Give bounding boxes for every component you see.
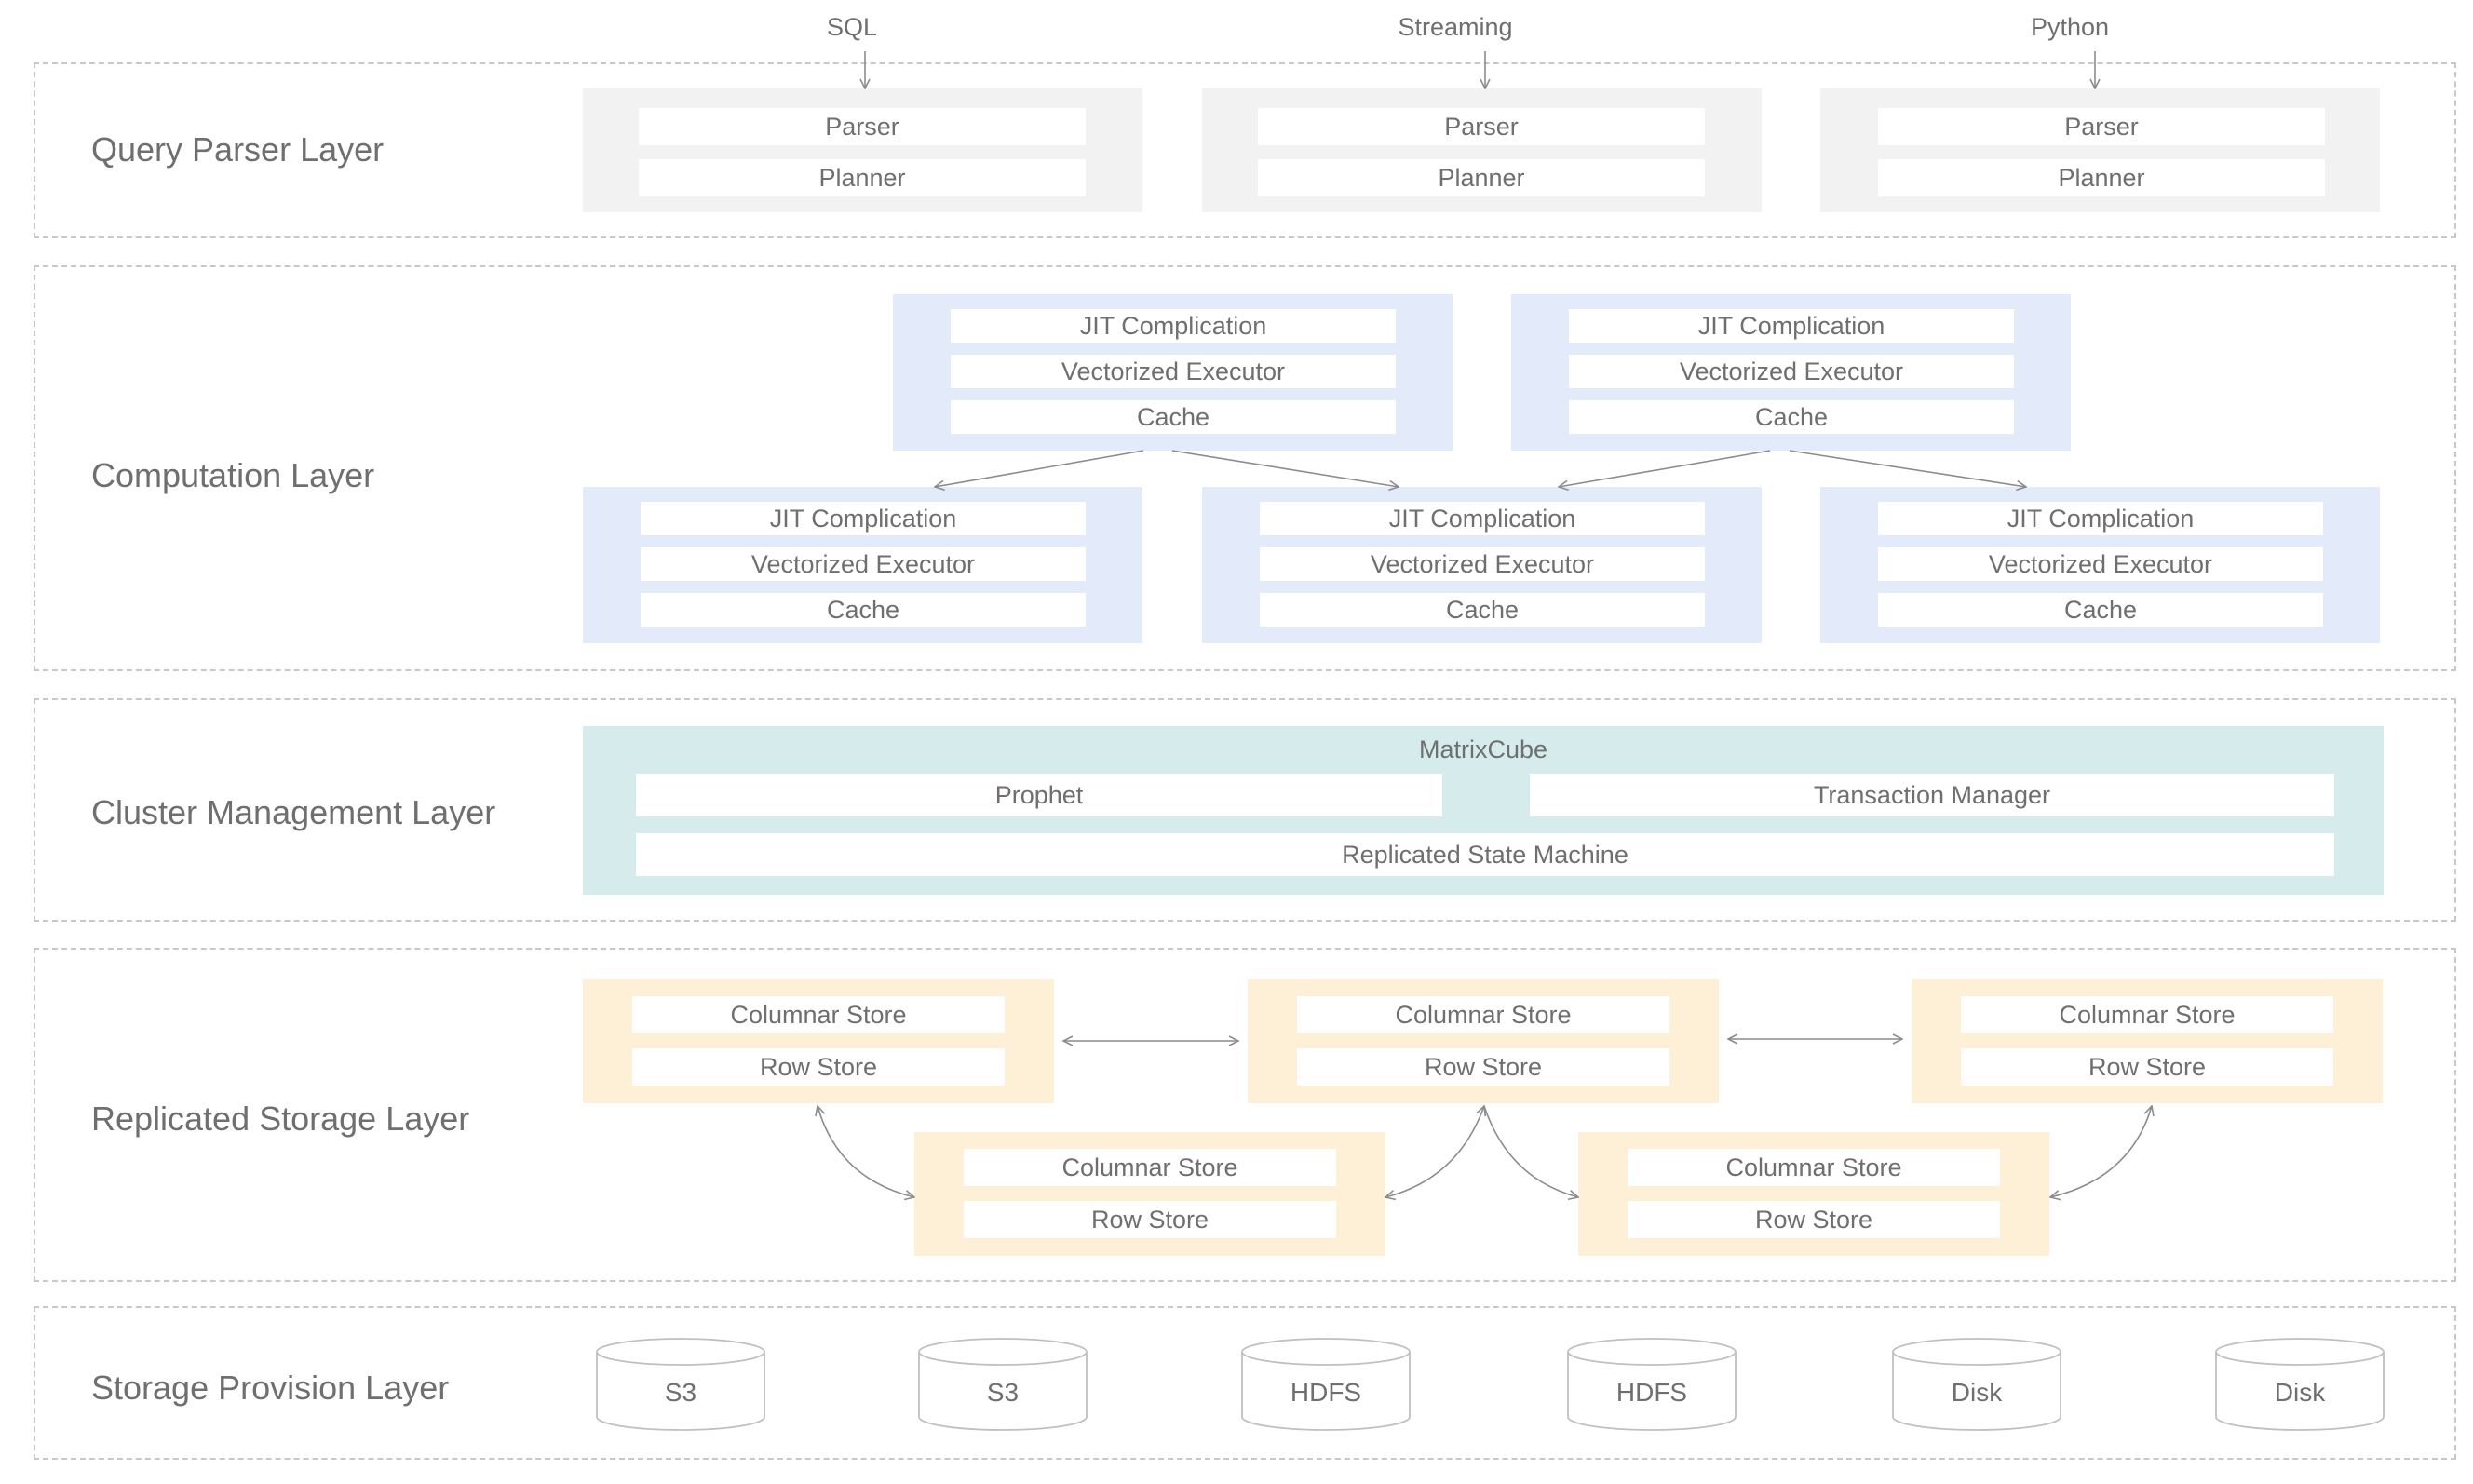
- executor-bar: Vectorized Executor: [951, 355, 1396, 388]
- jit-bar: JIT Complication: [1260, 502, 1705, 535]
- columnar-store-bar: Columnar Store: [632, 996, 1005, 1033]
- parser-group-streaming: Parser Planner: [1202, 88, 1762, 212]
- executor-bar: Vectorized Executor: [1260, 547, 1705, 581]
- prophet-bar: Prophet: [636, 774, 1442, 816]
- executor-bar: Vectorized Executor: [1878, 547, 2323, 581]
- replication-curve-3: [1483, 1105, 1578, 1197]
- query-parser-layer-title: Query Parser Layer: [91, 130, 385, 169]
- storage-device-label: HDFS: [1615, 1378, 1688, 1407]
- executor-bar: Vectorized Executor: [1569, 355, 2014, 388]
- parser-bar: Parser: [1258, 108, 1705, 145]
- jit-bar: JIT Complication: [641, 502, 1086, 535]
- storage-device-label: Disk: [2274, 1378, 2326, 1407]
- storage-device-label: HDFS: [1290, 1378, 1362, 1407]
- storage-provision-layer: [34, 1306, 2456, 1460]
- columnar-store-bar: Columnar Store: [964, 1149, 1336, 1186]
- storage-cylinder-3: [1241, 1338, 1411, 1431]
- compute-arrow-4: [1789, 450, 2026, 487]
- compute-node-bottom-left: JIT Complication Vectorized Executor Cac…: [583, 487, 1142, 643]
- storage-provision-layer-title: Storage Provision Layer: [91, 1369, 450, 1407]
- cluster-management-layer-title: Cluster Management Layer: [91, 793, 496, 831]
- cluster-management-layer: [34, 698, 2456, 922]
- cache-bar: Cache: [1878, 593, 2323, 627]
- columnar-store-bar: Columnar Store: [1961, 996, 2333, 1033]
- cache-bar: Cache: [951, 400, 1396, 434]
- planner-bar: Planner: [1878, 159, 2325, 196]
- computation-layer: [34, 265, 2456, 671]
- cache-bar: Cache: [641, 593, 1086, 627]
- replicated-state-machine-bar: Replicated State Machine: [636, 833, 2334, 876]
- planner-bar: Planner: [639, 159, 1086, 196]
- query-parser-layer: [34, 62, 2456, 238]
- row-store-bar: Row Store: [1628, 1201, 2000, 1238]
- executor-bar: Vectorized Executor: [641, 547, 1086, 581]
- replication-curve-4: [2050, 1106, 2152, 1197]
- parser-group-python: Parser Planner: [1820, 88, 2380, 212]
- row-store-bar: Row Store: [632, 1048, 1005, 1086]
- input-label-python: Python: [2030, 13, 2110, 41]
- row-store-bar: Row Store: [1297, 1048, 1669, 1086]
- storage-cylinder-1: [596, 1338, 765, 1431]
- storage-cylinder-2: [918, 1338, 1088, 1431]
- matrixcube-box: MatrixCube Prophet Transaction Manager R…: [583, 726, 2384, 895]
- matrixcube-title: MatrixCube: [1418, 735, 1548, 763]
- storage-device-label: S3: [986, 1378, 1020, 1407]
- compute-arrow-3: [1559, 450, 1771, 487]
- storage-device-label: S3: [664, 1378, 697, 1407]
- cache-bar: Cache: [1569, 400, 2014, 434]
- columnar-store-bar: Columnar Store: [1297, 996, 1669, 1033]
- input-label-streaming: Streaming: [1398, 13, 1513, 41]
- input-label-sql: SQL: [826, 13, 878, 41]
- compute-arrow-2: [1171, 450, 1399, 487]
- replica-node-bottom-right: Columnar Store Row Store: [1578, 1132, 2049, 1256]
- compute-node-top-left: JIT Complication Vectorized Executor Cac…: [893, 294, 1453, 451]
- row-store-bar: Row Store: [1961, 1048, 2333, 1086]
- compute-node-bottom-center: JIT Complication Vectorized Executor Cac…: [1202, 487, 1762, 643]
- jit-bar: JIT Complication: [1569, 309, 2014, 343]
- transaction-manager-bar: Transaction Manager: [1530, 774, 2334, 816]
- parser-group-sql: Parser Planner: [583, 88, 1142, 212]
- replication-curve-1: [818, 1106, 914, 1197]
- parser-bar: Parser: [639, 108, 1086, 145]
- parser-bar: Parser: [1878, 108, 2325, 145]
- replication-curve-2: [1385, 1106, 1484, 1197]
- storage-cylinder-4: [1567, 1338, 1737, 1431]
- storage-device-label: Disk: [1951, 1378, 2003, 1407]
- jit-bar: JIT Complication: [1878, 502, 2323, 535]
- replica-node-bottom-left: Columnar Store Row Store: [914, 1132, 1385, 1256]
- row-store-bar: Row Store: [964, 1201, 1336, 1238]
- columnar-store-bar: Columnar Store: [1628, 1149, 2000, 1186]
- compute-node-top-right: JIT Complication Vectorized Executor Cac…: [1511, 294, 2071, 451]
- replica-node-top-left: Columnar Store Row Store: [583, 979, 1054, 1103]
- planner-bar: Planner: [1258, 159, 1705, 196]
- replicated-storage-layer-title: Replicated Storage Layer: [91, 1100, 470, 1138]
- replica-node-top-right: Columnar Store Row Store: [1912, 979, 2383, 1103]
- replicated-storage-layer: [34, 948, 2456, 1282]
- storage-cylinder-6: [2215, 1338, 2385, 1431]
- computation-layer-title: Computation Layer: [91, 456, 375, 494]
- storage-cylinder-5: [1892, 1338, 2061, 1431]
- replica-node-top-center: Columnar Store Row Store: [1248, 979, 1719, 1103]
- jit-bar: JIT Complication: [951, 309, 1396, 343]
- compute-node-bottom-right: JIT Complication Vectorized Executor Cac…: [1820, 487, 2380, 643]
- compute-arrow-1: [935, 450, 1144, 487]
- cache-bar: Cache: [1260, 593, 1705, 627]
